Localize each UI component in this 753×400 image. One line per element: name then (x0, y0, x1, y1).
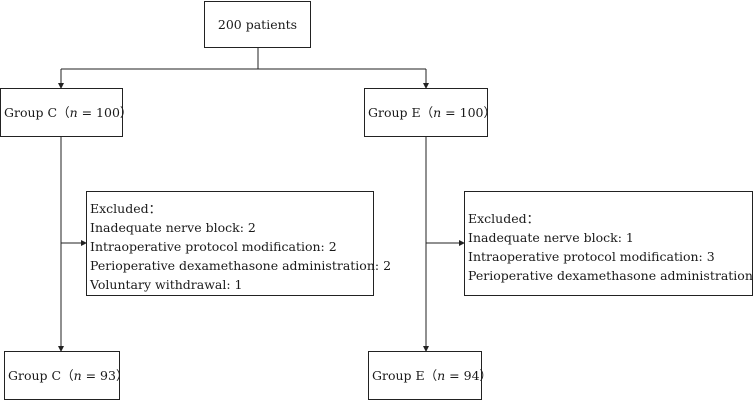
group-c-final-box: Group C（n = 93） (4, 351, 128, 400)
group-e-initial-label: Group E（n = 100） (368, 105, 496, 120)
group-e-final-box: Group E（n = 94） (368, 351, 492, 400)
excluded-c-item: Perioperative dexamethasone administrati… (90, 258, 392, 273)
total-patients-label: 200 patients (217, 17, 298, 32)
excluded-c-heading: Excluded： (90, 201, 162, 216)
group-c-initial-box: Group C（n = 100） (0, 88, 132, 137)
group-e-initial-box: Group E（n = 100） (364, 88, 496, 137)
excluded-c-item: Voluntary withdrawal: 1 (90, 277, 243, 292)
excluded-c-item: Intraoperative protocol modification: 2 (90, 239, 337, 254)
group-c-initial-label: Group C（n = 100） (4, 105, 133, 120)
excluded-c-item: Inadequate nerve block: 2 (90, 220, 256, 235)
excluded-e-item: Perioperative dexamethasone administrati… (468, 268, 753, 283)
excluded-e-item: Intraoperative protocol modification: 3 (468, 249, 715, 264)
excluded-e-heading: Excluded： (468, 211, 540, 226)
group-c-final-label: Group C（n = 93） (8, 368, 129, 383)
excluded-e-item: Inadequate nerve block: 1 (468, 230, 634, 245)
excluded-e-box: Excluded： Inadequate nerve block: 1 Intr… (464, 191, 753, 296)
total-patients-box: 200 patients (204, 1, 311, 48)
group-e-final-label: Group E（n = 94） (372, 368, 493, 383)
excluded-c-box: Excluded： Inadequate nerve block: 2 Intr… (86, 191, 392, 296)
